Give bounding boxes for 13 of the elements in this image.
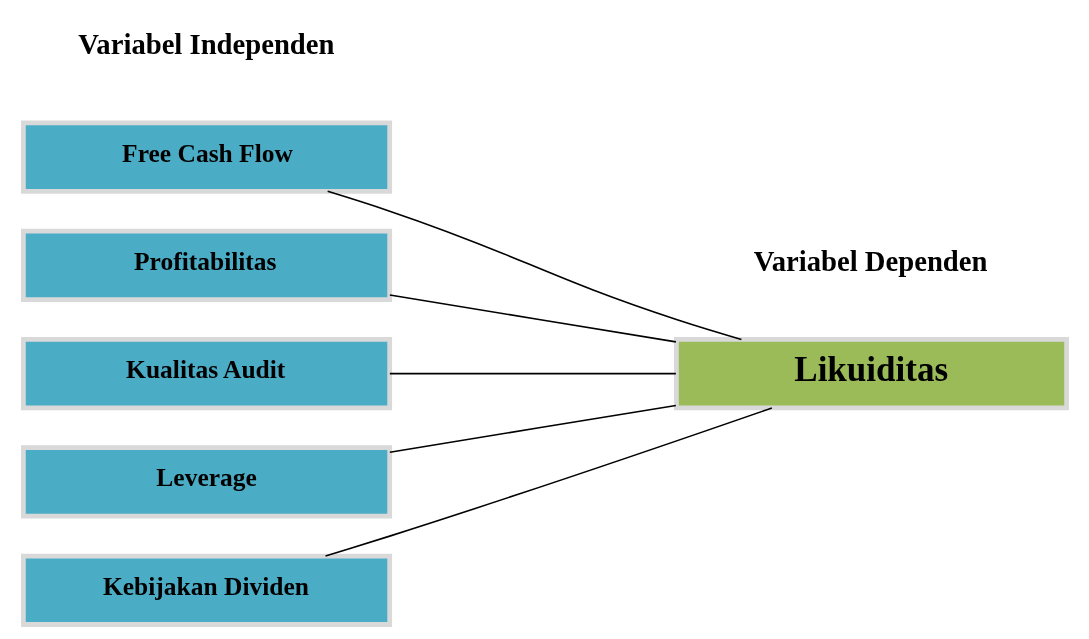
connector	[324, 407, 773, 557]
node-box: Free Cash Flow	[20, 120, 392, 194]
node-box: Likuiditas	[673, 337, 1069, 411]
connector	[326, 190, 742, 341]
node-box: Profitabilitas	[20, 228, 392, 302]
label: Variabel Dependen	[753, 244, 987, 277]
label: Variabel Independen	[77, 28, 334, 61]
node-box: Leverage	[20, 445, 392, 519]
node-box: Kebijakan Dividen	[20, 553, 392, 627]
connector	[388, 372, 677, 375]
connector	[388, 294, 677, 343]
node-box: Kualitas Audit	[20, 337, 392, 411]
connector	[388, 404, 677, 453]
